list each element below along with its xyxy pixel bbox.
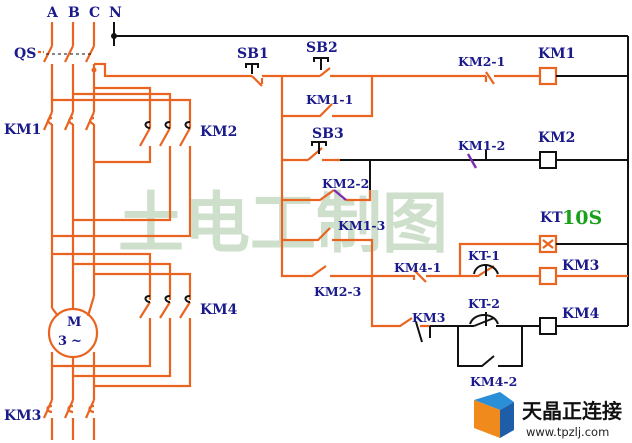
km2-3-contact xyxy=(280,240,372,278)
sb1-stop-button xyxy=(245,63,282,87)
km3-main-label: KM3 xyxy=(4,408,41,424)
km1-2-contact xyxy=(466,153,478,169)
km3-coil xyxy=(538,266,558,286)
motor-3-label: 3 xyxy=(58,334,67,349)
logo-mark-right xyxy=(500,402,514,438)
km4-feed-c xyxy=(94,272,192,296)
km1-1-label: KM1-1 xyxy=(306,92,353,107)
km4-1-label: KM4-1 xyxy=(394,260,441,275)
coil-km1-label: KM1 xyxy=(538,46,575,62)
km4-coil xyxy=(539,317,557,335)
km1-main-contacts xyxy=(42,111,96,132)
km4-main-contacts xyxy=(139,295,192,322)
kt-2-label: KT-2 xyxy=(468,296,500,311)
phase-b-label: B xyxy=(68,5,80,21)
coil-km3-label: KM3 xyxy=(562,258,599,274)
km3-ctrl-label: KM3 xyxy=(412,310,445,325)
motor-m-label: M xyxy=(67,315,81,330)
km2-3-label: KM2-3 xyxy=(314,284,361,299)
sb2-label: SB2 xyxy=(306,40,338,56)
logo-brand-text: 天晶正连接 xyxy=(522,399,622,423)
km2-2-label: KM2-2 xyxy=(322,176,369,191)
motor: M 3 ~ xyxy=(47,295,99,359)
coil-kt-label: KT xyxy=(540,210,563,226)
km2-feed-b xyxy=(73,92,172,116)
km4-feed-b xyxy=(73,262,172,296)
labels: A B C N QS KM1 KM2 KM4 KM3 SB1 SB2 KM1-1… xyxy=(4,5,602,424)
km4-feed-a xyxy=(52,252,152,296)
coil-km2-label: KM2 xyxy=(538,130,575,146)
sb3-button xyxy=(300,141,340,162)
phase-a-label: A xyxy=(46,5,59,21)
main-power-circuit: M 3 ~ xyxy=(38,22,192,440)
km2-1-label: KM2-1 xyxy=(458,54,505,69)
qs-switch xyxy=(38,45,96,76)
brand-logo: 天晶正连接 www.tpzlj.com xyxy=(474,392,622,439)
control-circuit xyxy=(91,22,629,367)
km1-2-label: KM1-2 xyxy=(458,138,505,153)
km2-main-contacts xyxy=(139,116,192,148)
kt-1-contact xyxy=(460,264,540,278)
km3-aux-contact xyxy=(415,321,423,343)
km1-3-contact xyxy=(280,200,374,276)
sb3-label: SB3 xyxy=(312,126,344,142)
logo-mark-top xyxy=(474,392,514,410)
kt-1-label: KT-1 xyxy=(468,248,500,263)
km2-coil xyxy=(539,151,557,169)
km1-main-label: KM1 xyxy=(4,122,41,138)
km4-2-contact xyxy=(457,326,523,367)
km4-main-label: KM4 xyxy=(200,302,238,318)
kt-2-contact xyxy=(458,312,540,327)
logo-url-text: www.tpzlj.com xyxy=(526,425,609,439)
km2-feed-c xyxy=(94,86,152,116)
logo-mark-left xyxy=(474,400,500,438)
km1-3-label: KM1-3 xyxy=(338,218,385,233)
timer-value-label: 10S xyxy=(562,207,602,229)
km1-1-contact xyxy=(280,76,374,118)
km2-1-contact xyxy=(456,71,540,85)
km3-main-contacts xyxy=(42,399,96,440)
phase-c-label: C xyxy=(89,5,100,21)
sb1-label: SB1 xyxy=(237,46,269,62)
sb2-start-button xyxy=(313,57,344,78)
km4-2-label: KM4-2 xyxy=(470,374,517,389)
motor-ac-label: ~ xyxy=(71,334,82,349)
km1-coil xyxy=(538,66,558,86)
km2-main-label: KM2 xyxy=(200,124,237,140)
coil-km4-label: KM4 xyxy=(562,306,600,322)
km4-1-contact xyxy=(372,269,460,283)
neutral-label: N xyxy=(109,5,122,21)
qs-label: QS xyxy=(14,46,36,62)
km2-2-contact xyxy=(280,160,372,202)
km2-feed-a xyxy=(50,98,192,116)
